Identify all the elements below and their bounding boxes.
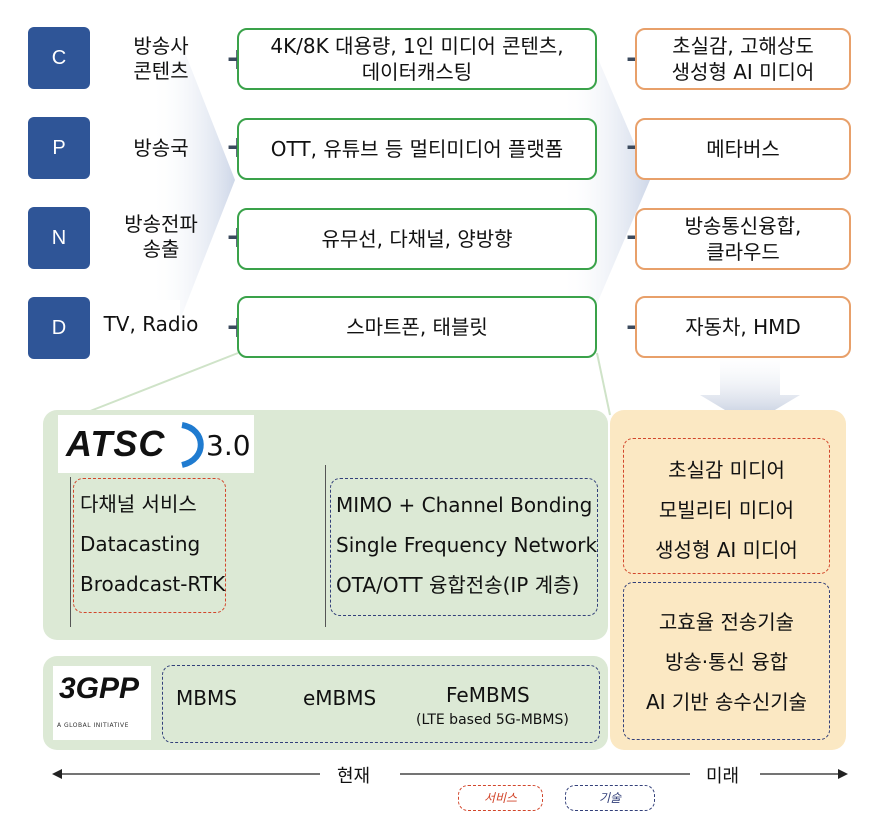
atsc-tech-item: Single Frequency Network [336,533,598,557]
arrow-left-big [150,40,235,320]
atsc-logo-text: ATSC [66,423,166,464]
atsc-service-group [73,478,226,613]
letter-box-c: C [28,27,90,89]
future-box-p: 메타버스 [635,118,851,180]
fembms-note: (LTE based 5G-MBMS) [416,712,569,728]
atsc-tech-list: MIMO + Channel Bonding Single Frequency … [336,485,597,605]
future-box-c: 초실감, 고해상도 생성형 AI 미디어 [635,28,851,90]
divider-line [325,465,326,627]
arrow-down [700,350,800,425]
future-service-item: 초실감 미디어 [668,458,785,482]
3gpp-tech-group [162,665,600,743]
service-box-n: 유무선, 다채널, 양방향 [237,208,597,270]
future-service-group [623,438,830,574]
row-label-p: 방송국 [133,136,189,160]
row-label-n: 방송전파 송출 [124,212,198,261]
atsc-tech-item: OTA/OTT 융합전송(IP 계층) [336,573,580,597]
future-tech-item: 방송·통신 융합 [664,650,789,674]
letter-box-n: N [28,207,90,269]
3gpp-logo: 3GPP A GLOBAL INITIATIVE [53,666,151,740]
future-service-item: 생성형 AI 미디어 [655,538,798,562]
service-box-d: 스마트폰, 태블릿 [237,296,597,358]
atsc-service-item: Broadcast-RTK [80,572,226,596]
row-label-c: 방송사 콘텐츠 [133,34,189,83]
future-panel [610,410,846,750]
connector-line-right [596,352,611,416]
row-label-d: TV, Radio [103,312,199,336]
legend-tech-label: 기술 [598,791,622,805]
atsc-service-list: 다채널 서비스 Datacasting Broadcast-RTK [80,484,225,604]
timeline-future: 미래 [706,766,740,787]
connector-line-left [79,352,239,416]
future-tech-item: AI 기반 송수신기술 [645,690,808,714]
legend-tech-box [565,785,655,811]
future-service-list: 초실감 미디어 모빌리티 미디어 생성형 AI 미디어 [623,450,830,570]
atsc-service-item: 다채널 서비스 [80,492,197,516]
divider-line [70,477,71,627]
letter-box-d: D [28,297,90,359]
atsc-tech-group [330,478,598,616]
timeline-arrow [52,769,848,779]
future-tech-list: 고효율 전송기술 방송·통신 융합 AI 기반 송수신기술 [623,602,830,722]
future-tech-item: 고효율 전송기술 [658,610,795,634]
embms-label: eMBMS [303,686,377,710]
atsc-tech-item: MIMO + Channel Bonding [336,493,593,517]
atsc-version: 3.0 [206,429,251,462]
legend-service-box [458,785,543,811]
timeline-present: 현재 [337,766,371,787]
atsc-logo: ATSC 3.0 [58,415,254,473]
mbms-label: MBMS [176,686,237,710]
service-box-p: OTT, 유튜브 등 멀티미디어 플랫폼 [237,118,597,180]
atsc-service-item: Datacasting [80,532,201,556]
future-service-item: 모빌리티 미디어 [658,498,795,522]
fembms-label: FeMBMS [446,683,530,707]
letter-box-p: P [28,117,90,179]
3gpp-logo-tagline: A GLOBAL INITIATIVE [57,722,129,729]
future-box-d: 자동차, HMD [635,296,851,358]
future-box-n: 방송통신융합, 클라우드 [635,208,851,270]
service-box-c: 4K/8K 대용량, 1인 미디어 콘텐츠, 데이터캐스팅 [237,28,597,90]
legend-service-label: 서비스 [483,791,518,805]
atsc-logo-swoosh-icon [181,422,204,468]
3gpp-logo-text: 3GPP [59,672,140,705]
future-tech-group [623,582,830,740]
